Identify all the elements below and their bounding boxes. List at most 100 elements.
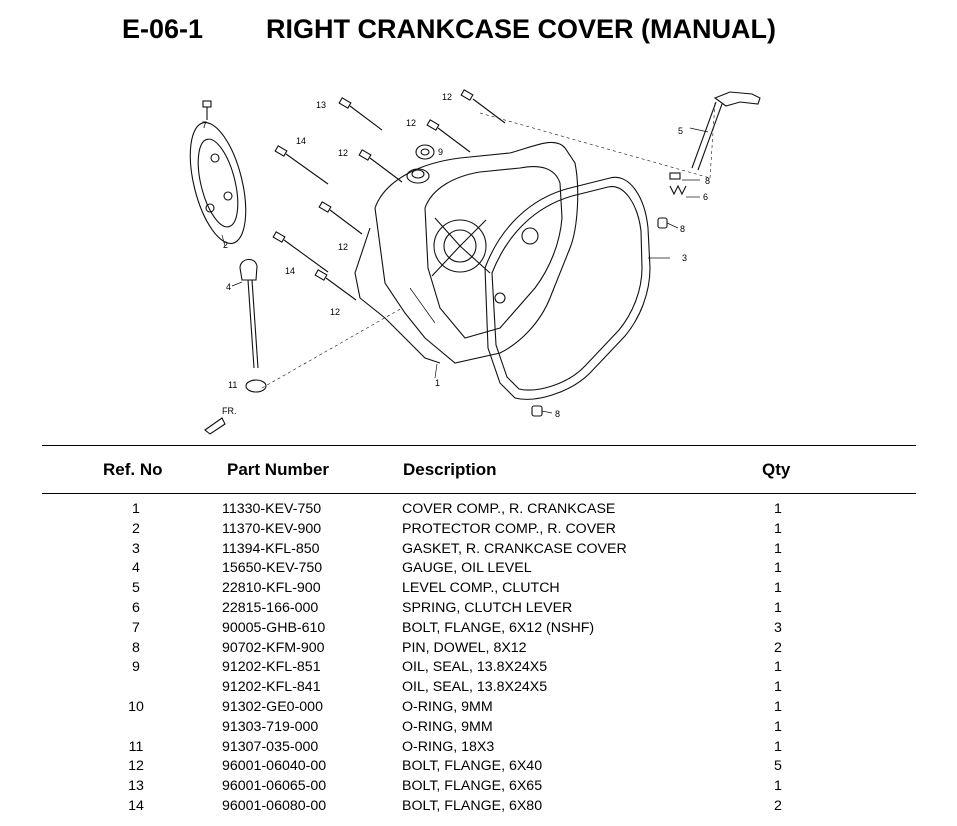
qty-cell: 5: [774, 758, 782, 775]
qty-cell: 1: [774, 560, 782, 577]
part-number-cell: 90005-GHB-610: [222, 619, 326, 636]
qty-cell: 1: [774, 520, 782, 537]
table-header-rule: [42, 493, 916, 494]
part-number-cell: 91307-035-000: [222, 738, 319, 755]
part-number-cell: 91303-719-000: [222, 718, 319, 735]
part-number-cell: 91202-KFL-851: [222, 659, 321, 676]
ref-no-cell: 11: [128, 738, 144, 755]
ref-no-cell: 9: [132, 659, 140, 676]
part-number-cell: 15650-KEV-750: [222, 560, 323, 577]
callout-label: 11: [228, 380, 237, 390]
qty-cell: 1: [774, 698, 782, 715]
ref-no-cell: 10: [128, 698, 144, 715]
crankcase-cover-part: [354, 141, 579, 379]
part-number-cell: 22810-KFL-900: [222, 580, 321, 597]
callout-label: 9: [438, 147, 443, 157]
qty-cell: 2: [774, 639, 782, 656]
description-cell: BOLT, FLANGE, 6X80: [402, 797, 543, 814]
dowel-pin-part: [531, 217, 679, 417]
description-cell: O-RING, 18X3: [402, 738, 495, 755]
ref-no-cell: 7: [132, 619, 140, 636]
direction-arrow-icon: [204, 417, 226, 435]
description-cell: LEVEL COMP., CLUTCH: [402, 580, 560, 597]
clutch-lever-part: [669, 91, 761, 198]
gasket-part: [484, 176, 670, 400]
callout-label: 13: [316, 100, 326, 110]
callout-label: 8: [705, 176, 710, 186]
table-row: 5 22810-KFL-900 LEVEL COMP., CLUTCH 1: [0, 579, 957, 599]
ref-no-cell: 13: [128, 778, 144, 795]
diagram-callouts: 1 2 3 4 5 6 7 8 8 8 9 10 11 12 12 12 12 …: [202, 92, 710, 419]
ref-no-cell: 2: [132, 520, 140, 537]
qty-cell: 1: [774, 778, 782, 795]
qty-cell: 1: [774, 580, 782, 597]
callout-label: 5: [678, 126, 683, 136]
callout-label: 3: [682, 253, 687, 263]
table-row: 2 11370-KEV-900 PROTECTOR COMP., R. COVER 1: [0, 520, 957, 540]
page-title: RIGHT CRANKCASE COVER (MANUAL): [266, 14, 776, 44]
description-cell: GASKET, R. CRANKCASE COVER: [402, 540, 627, 557]
callout-label: 7: [202, 120, 207, 130]
description-cell: BOLT, FLANGE, 6X12 (NSHF): [402, 619, 595, 636]
ref-no-cell: 3: [132, 540, 140, 557]
diagram-code: E-06-1: [122, 14, 204, 44]
description-cell: O-RING, 9MM: [402, 698, 493, 715]
part-number-cell: 11394-KFL-850: [222, 540, 320, 557]
qty-cell: 1: [774, 501, 782, 517]
ref-no-cell: 14: [128, 797, 144, 814]
callout-label: 2: [223, 240, 228, 250]
column-header-qty: Qty: [762, 460, 791, 479]
callout-label: 14: [296, 136, 306, 146]
description-cell: OIL, SEAL, 13.8X24X5: [402, 679, 548, 696]
part-number-cell: 96001-06065-00: [222, 778, 327, 795]
ref-no-cell: 4: [132, 560, 140, 577]
callout-label: 8: [555, 409, 560, 419]
description-cell: BOLT, FLANGE, 6X65: [402, 778, 543, 795]
callout-label: 12: [338, 242, 348, 252]
description-cell: SPRING, CLUTCH LEVER: [402, 599, 573, 616]
callout-label: 12: [442, 92, 452, 102]
flange-bolts-part: [272, 89, 506, 301]
description-cell: PROTECTOR COMP., R. COVER: [402, 520, 616, 537]
callout-label: 4: [226, 282, 231, 292]
direction-label: FR.: [222, 406, 237, 416]
description-cell: OIL, SEAL, 13.8X24X5: [402, 659, 548, 676]
callout-label: 1: [435, 378, 440, 388]
part-number-cell: 91302-GE0-000: [222, 698, 323, 715]
table-row: 3 11394-KFL-850 GASKET, R. CRANKCASE COVER…: [0, 540, 957, 560]
part-number-cell: 90702-KFM-900: [222, 639, 325, 656]
qty-cell: 2: [774, 797, 782, 814]
table-row: 13 96001-06065-00 BOLT, FLANGE, 6X65 1: [0, 777, 957, 797]
part-number-cell: 11330-KEV-750: [222, 501, 322, 517]
qty-cell: 1: [774, 679, 782, 696]
callout-label: 12: [406, 118, 416, 128]
callout-label: 12: [338, 148, 348, 158]
column-header-ref-no: Ref. No: [103, 460, 163, 479]
ref-no-cell: 5: [132, 580, 140, 597]
ref-no-cell: 8: [132, 639, 140, 656]
part-number-cell: 11370-KEV-900: [222, 520, 322, 537]
table-top-rule: [42, 445, 916, 446]
table-row: 10 91302-GE0-000 O-RING, 9MM 1: [0, 698, 957, 718]
part-number-cell: 96001-06040-00: [222, 758, 327, 775]
oil-seal-part: [415, 144, 435, 160]
description-cell: BOLT, FLANGE, 6X40: [402, 758, 543, 775]
callout-label: 14: [285, 266, 295, 276]
ref-no-cell: 12: [128, 758, 144, 775]
qty-cell: 1: [774, 599, 782, 616]
qty-cell: 1: [774, 718, 782, 735]
callout-label: 12: [330, 307, 340, 317]
oil-level-gauge-part: [231, 258, 267, 393]
column-header-part-number: Part Number: [227, 460, 330, 479]
